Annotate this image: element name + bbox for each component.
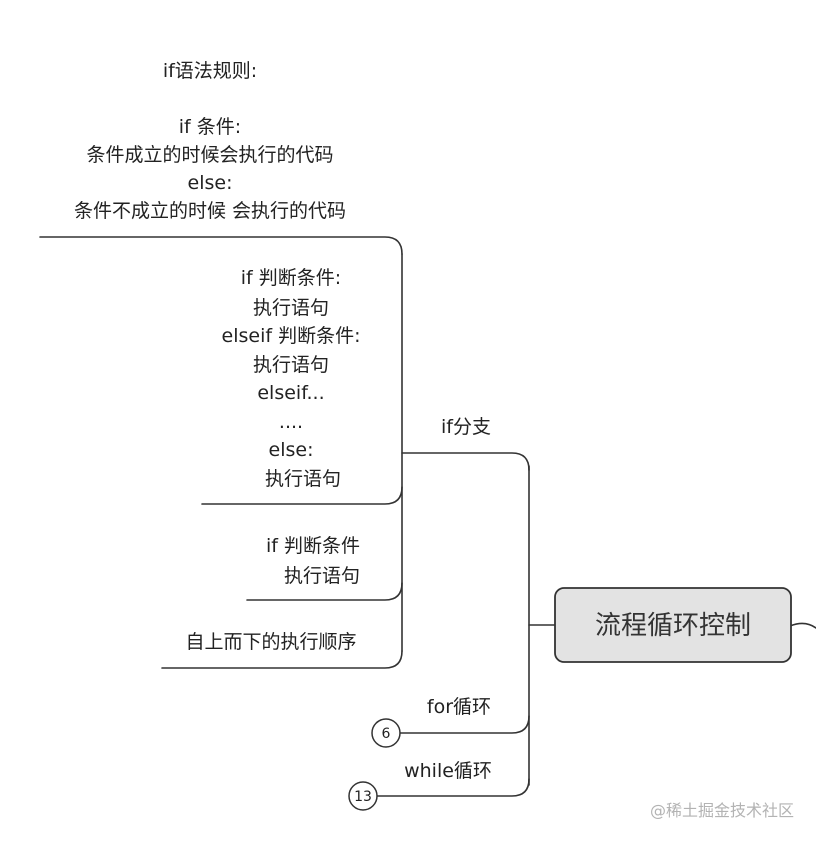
rule-note-connector xyxy=(39,236,403,255)
root-node[interactable]: 流程循环控制 xyxy=(554,587,792,663)
elseif-note-line: .... xyxy=(279,411,303,433)
elseif-note-line: 执行语句 xyxy=(253,297,329,319)
simple-if-note-connector xyxy=(246,582,403,601)
elseif-note[interactable]: if 判断条件: 执行语句 elseif 判断条件: 执行语句 elseif..… xyxy=(222,267,361,490)
rule-note-line: 条件不成立的时候 会执行的代码 xyxy=(74,200,346,222)
elseif-note-line: elseif 判断条件: xyxy=(222,325,361,347)
sequence-note-connector xyxy=(161,650,403,669)
root-node-box xyxy=(554,587,792,663)
sequence-note-line: 自上而下的执行顺序 xyxy=(185,631,356,653)
if-branch-connector xyxy=(401,452,530,471)
elseif-note-line: 执行语句 xyxy=(265,468,341,490)
simple-if-note-line: 执行语句 xyxy=(284,565,360,587)
for-badge-count: 6 xyxy=(382,726,391,742)
rule-note-line: 条件成立的时候会执行的代码 xyxy=(86,144,333,166)
elseif-note-line: if 判断条件: xyxy=(241,267,341,289)
simple-if-note[interactable]: if 判断条件 执行语句 xyxy=(266,535,360,587)
watermark: @稀土掘金技术社区 xyxy=(649,801,794,820)
for-badge-circle xyxy=(371,718,401,748)
sequence-note[interactable]: 自上而下的执行顺序 xyxy=(185,631,356,653)
if-branch-label[interactable]: if分支 xyxy=(441,416,491,438)
while-branch-label[interactable]: while循环 xyxy=(404,760,492,782)
elseif-note-line: elseif... xyxy=(257,382,324,404)
root-node-label: 流程循环控制 xyxy=(595,611,751,641)
elseif-note-line: 执行语句 xyxy=(253,354,329,376)
simple-if-note-line: if 判断条件 xyxy=(266,535,360,557)
for-branch-label[interactable]: for循环 xyxy=(427,696,491,718)
elseif-note-line: else: xyxy=(269,439,314,461)
rule-note-line: else: xyxy=(188,172,233,194)
while-badge-count: 13 xyxy=(354,789,372,805)
rule-note[interactable]: if语法规则: if 条件: 条件成立的时候会执行的代码 else: 条件不成立… xyxy=(74,60,346,222)
rule-note-line: if 条件: xyxy=(179,116,241,138)
for-branch-connector xyxy=(399,715,530,734)
while-branch-badge[interactable]: 13 xyxy=(348,781,378,811)
while-badge-circle xyxy=(348,781,378,811)
elseif-note-connector xyxy=(201,486,403,505)
root-outgoing-connector xyxy=(789,622,816,629)
rule-note-line: if语法规则: xyxy=(163,60,257,82)
while-branch-connector xyxy=(376,778,530,797)
for-branch-badge[interactable]: 6 xyxy=(371,718,401,748)
